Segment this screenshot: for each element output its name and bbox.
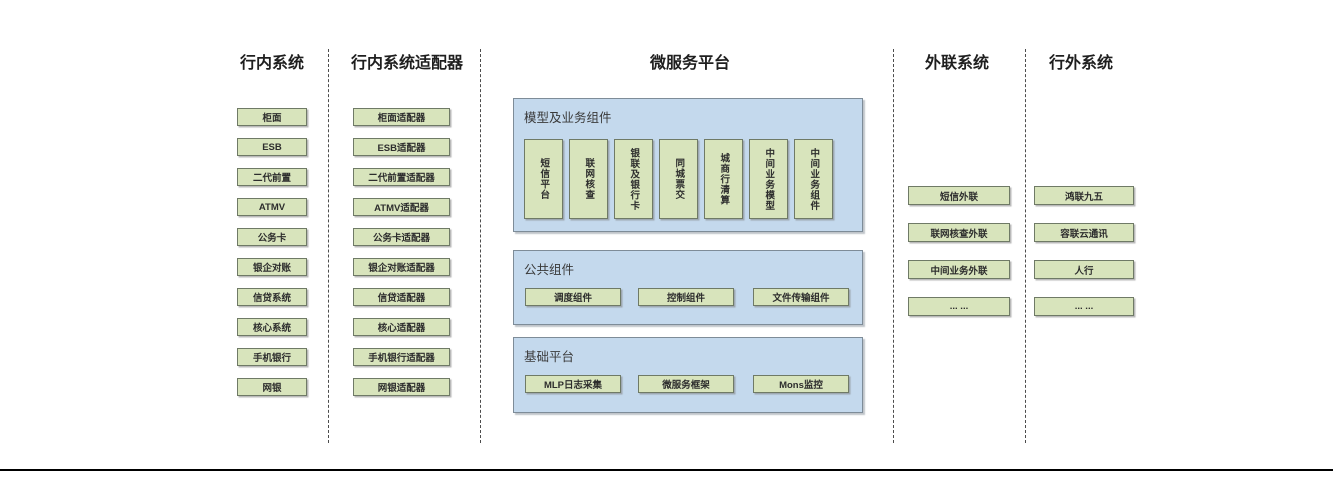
- system-box: 银企对账: [237, 258, 307, 276]
- component-box: 同城票交: [659, 139, 698, 219]
- adapter-box: 银企对账适配器: [353, 258, 450, 276]
- adapter-box: 网银适配器: [353, 378, 450, 396]
- component-box: 城商行清算: [704, 139, 743, 219]
- component-box: Mons监控: [753, 375, 849, 393]
- column-divider: [1025, 49, 1026, 443]
- outreach-box: 短信外联: [908, 186, 1010, 205]
- external-box: 容联云通讯: [1034, 223, 1134, 242]
- panel-title: 基础平台: [524, 350, 575, 364]
- column-divider: [893, 49, 894, 443]
- panel-title: 模型及业务组件: [524, 111, 612, 125]
- component-box: 微服务框架: [638, 375, 734, 393]
- external-box: ... ...: [1034, 297, 1134, 316]
- system-box: 核心系统: [237, 318, 307, 336]
- column-title-internal-adapters: 行内系统适配器: [350, 55, 463, 72]
- adapter-box: 信贷适配器: [353, 288, 450, 306]
- panel-base-platform: 基础平台 MLP日志采集 微服务框架 Mons监控: [513, 337, 863, 413]
- component-box: 文件传输组件: [753, 288, 849, 306]
- component-box: MLP日志采集: [525, 375, 621, 393]
- outreach-box: 中间业务外联: [908, 260, 1010, 279]
- component-box: 中间业务组件: [794, 139, 833, 219]
- panel-model-business-components: 模型及业务组件 短信平台 联网核查 银联及银行卡 同城票交 城商行清算 中间业务…: [513, 98, 863, 232]
- outreach-box: ... ...: [908, 297, 1010, 316]
- adapter-box: 核心适配器: [353, 318, 450, 336]
- adapter-box: 公务卡适配器: [353, 228, 450, 246]
- adapter-box: 二代前置适配器: [353, 168, 450, 186]
- external-box: 鸿联九五: [1034, 186, 1134, 205]
- column-title-internal-systems: 行内系统: [239, 55, 304, 72]
- column-title-external-systems: 行外系统: [1048, 55, 1113, 72]
- adapter-box: 柜面适配器: [353, 108, 450, 126]
- component-box: 银联及银行卡: [614, 139, 653, 219]
- panel-title: 公共组件: [524, 263, 575, 277]
- column-divider: [480, 49, 481, 443]
- adapter-box: 手机银行适配器: [353, 348, 450, 366]
- outreach-box: 联网核查外联: [908, 223, 1010, 242]
- component-box: 联网核查: [569, 139, 608, 219]
- component-box: 短信平台: [524, 139, 563, 219]
- system-box: 手机银行: [237, 348, 307, 366]
- column-title-outreach-systems: 外联系统: [924, 55, 989, 72]
- system-box: ATMV: [237, 198, 307, 216]
- system-box: 公务卡: [237, 228, 307, 246]
- system-box: 柜面: [237, 108, 307, 126]
- component-box: 中间业务模型: [749, 139, 788, 219]
- column-title-microservice-platform: 微服务平台: [649, 55, 730, 72]
- component-box: 控制组件: [638, 288, 734, 306]
- system-box: 二代前置: [237, 168, 307, 186]
- system-box: ESB: [237, 138, 307, 156]
- system-box: 网银: [237, 378, 307, 396]
- component-box: 调度组件: [525, 288, 621, 306]
- bottom-rule: [0, 469, 1333, 471]
- adapter-box: ATMV适配器: [353, 198, 450, 216]
- adapter-box: ESB适配器: [353, 138, 450, 156]
- system-box: 信贷系统: [237, 288, 307, 306]
- panel-common-components: 公共组件 调度组件 控制组件 文件传输组件: [513, 250, 863, 325]
- external-box: 人行: [1034, 260, 1134, 279]
- column-divider: [328, 49, 329, 443]
